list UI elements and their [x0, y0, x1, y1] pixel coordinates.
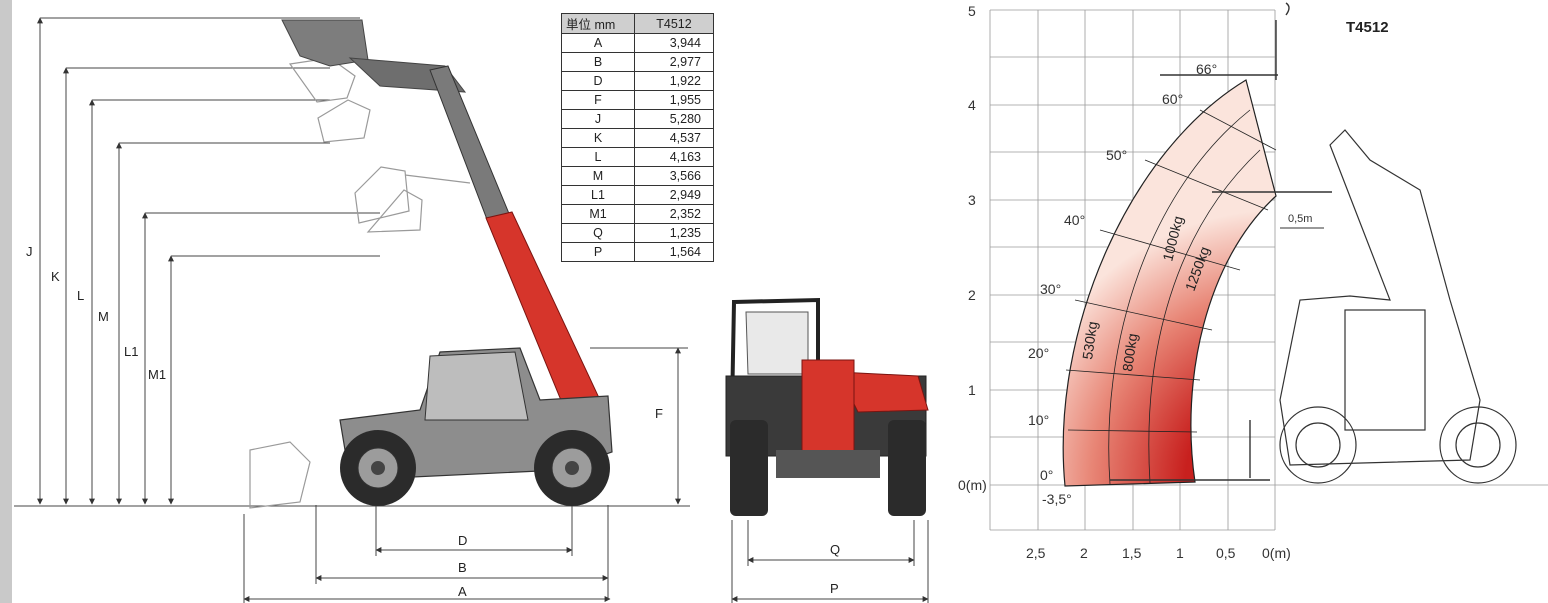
- row-value: 2,352: [634, 204, 714, 224]
- dim-label-L1: L1: [124, 344, 138, 359]
- x-tick: 2: [1080, 545, 1088, 561]
- left-edge-strip: [0, 0, 12, 603]
- chart-title: T4512: [1346, 19, 1389, 36]
- row-value: 1,235: [634, 223, 714, 243]
- row-code: D: [561, 71, 635, 91]
- boom-upper: [429, 65, 511, 223]
- front-wheel: [340, 430, 416, 506]
- angle-label: 50°: [1106, 147, 1127, 163]
- row-value: 4,163: [634, 147, 714, 167]
- dim-label-P: P: [830, 581, 839, 596]
- dim-label-M: M: [98, 309, 109, 324]
- rear-counterweight: [801, 359, 855, 453]
- load-label: 800kg: [1119, 332, 1140, 372]
- row-value: 1,955: [634, 90, 714, 110]
- y-tick: 2: [968, 287, 976, 303]
- angle-label: 20°: [1028, 345, 1049, 361]
- row-code: F: [561, 90, 635, 110]
- row-value: 3,566: [634, 166, 714, 186]
- rear-wheel: [534, 430, 610, 506]
- row-code: M: [561, 166, 635, 186]
- angle-label: -3,5°: [1042, 491, 1072, 507]
- row-value: 4,537: [634, 128, 714, 148]
- row-value: 2,949: [634, 185, 714, 205]
- chart-machine: [1279, 129, 1517, 484]
- offset-label: 0,5m: [1288, 213, 1312, 225]
- angle-label: 60°: [1162, 91, 1183, 107]
- load-zone: [1062, 79, 1277, 487]
- rear-left-wheel: [730, 420, 768, 516]
- table-header-unit: 単位 mm: [561, 13, 635, 34]
- x-tick: 1: [1176, 545, 1184, 561]
- row-code: B: [561, 52, 635, 72]
- row-code: L: [561, 147, 635, 167]
- load-chart-diagram: T4512 5 4 3 2 1 0(m) 2,5 2 1,5 1 0,5 0(m…: [958, 2, 1548, 561]
- dim-label-Q: Q: [830, 542, 840, 557]
- row-code: M1: [561, 204, 635, 224]
- row-code: K: [561, 128, 635, 148]
- row-value: 5,280: [634, 109, 714, 129]
- table-header-model: T4512: [634, 13, 714, 34]
- x-tick: 1,5: [1122, 545, 1142, 561]
- y-tick: 5: [968, 3, 976, 19]
- raised-bucket: [281, 19, 369, 67]
- angle-label: 10°: [1028, 412, 1049, 428]
- side-view-diagram: J K L M L1 M1 F D B A: [14, 17, 690, 603]
- dim-label-J: J: [26, 244, 33, 259]
- dim-label-D: D: [458, 533, 467, 548]
- rear-view-diagram: Q P: [725, 297, 929, 603]
- dim-label-K: K: [51, 269, 60, 284]
- dim-label-A: A: [458, 584, 467, 599]
- row-code: Q: [561, 223, 635, 243]
- angle-label: 0°: [1040, 467, 1053, 483]
- dim-label-F: F: [655, 406, 663, 421]
- angle-label: 30°: [1040, 281, 1061, 297]
- row-value: 1,922: [634, 71, 714, 91]
- row-code: J: [561, 109, 635, 129]
- rear-right-wheel: [888, 420, 926, 516]
- dim-label-B: B: [458, 560, 467, 575]
- y-tick: 1: [968, 382, 976, 398]
- load-label: 530kg: [1079, 320, 1100, 360]
- dim-label-M1: M1: [148, 367, 166, 382]
- x-tick: 0,5: [1216, 545, 1236, 561]
- y-tick: 3: [968, 192, 976, 208]
- row-code: P: [561, 242, 635, 262]
- row-code: A: [561, 33, 635, 53]
- row-value: 2,977: [634, 52, 714, 72]
- x-tick: 2,5: [1026, 545, 1046, 561]
- y-tick: 0(m): [958, 477, 987, 493]
- angle-label: 66°: [1196, 61, 1217, 77]
- y-tick: 4: [968, 97, 976, 113]
- dim-label-L: L: [77, 288, 84, 303]
- row-value: 3,944: [634, 33, 714, 53]
- row-code: L1: [561, 185, 635, 205]
- x-tick: 0(m): [1262, 545, 1291, 561]
- angle-label: 40°: [1064, 212, 1085, 228]
- row-value: 1,564: [634, 242, 714, 262]
